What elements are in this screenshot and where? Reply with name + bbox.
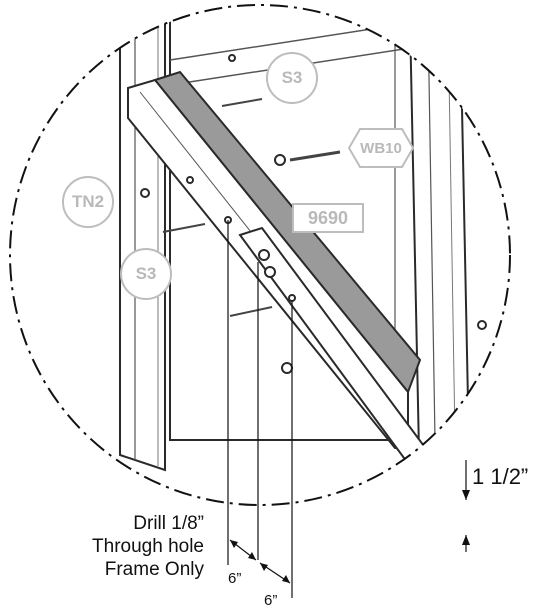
drill-note: Drill 1/8” Through hole Frame Only <box>92 512 204 581</box>
dimension-spacing-1: 6” <box>228 570 242 587</box>
drill-note-line2: Through hole <box>92 536 204 557</box>
tag-tn2: TN2 <box>62 176 114 228</box>
dimension-thickness: 1 1/2” <box>472 464 529 489</box>
drill-note-line1: Drill 1/8” <box>133 513 204 534</box>
right-frame-post <box>408 8 472 501</box>
detail-circle <box>9 4 511 506</box>
tag-wb10: WB10 <box>348 128 414 168</box>
tag-s3-left: S3 <box>120 248 172 300</box>
drill-note-line3: Frame Only <box>104 559 204 580</box>
tag-part-9690: 9690 <box>292 203 364 233</box>
hex-outline-icon <box>348 128 414 168</box>
tag-s3-top: S3 <box>266 52 318 104</box>
dimension-spacing-2: 6” <box>264 592 278 609</box>
